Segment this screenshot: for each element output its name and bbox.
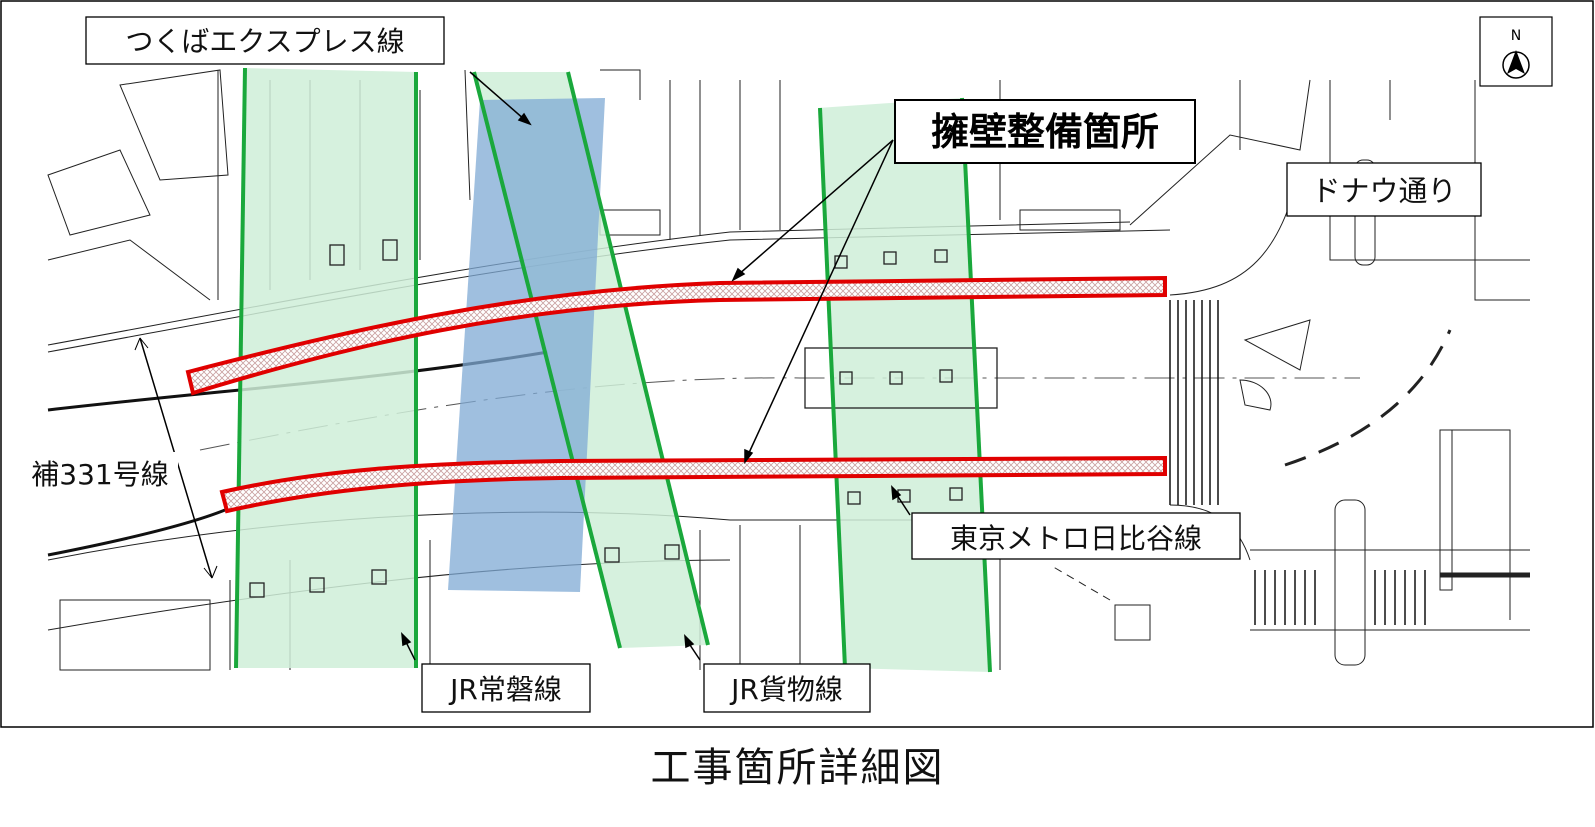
retaining-wall-north xyxy=(185,275,1167,396)
north-arrow: N xyxy=(1479,16,1553,87)
jr-joban-band xyxy=(236,68,416,668)
label-tokyo-metro-hibiya: 東京メトロ日比谷線 xyxy=(911,512,1241,560)
label-jr-joban: JR常磐線 xyxy=(421,663,591,713)
label-tsukuba-express: つくばエクスプレス線 xyxy=(85,16,445,65)
retaining-walls xyxy=(185,275,1167,514)
label-route-331: 補331号線 xyxy=(22,452,178,496)
svg-text:補331号線: 補331号線 xyxy=(31,458,168,491)
svg-text:ドナウ通り: ドナウ通り xyxy=(1311,174,1456,208)
svg-text:JR常磐線: JR常磐線 xyxy=(448,673,562,706)
label-donau-street: ドナウ通り xyxy=(1286,162,1482,217)
svg-text:N: N xyxy=(1511,28,1521,44)
svg-text:JR貨物線: JR貨物線 xyxy=(729,673,843,706)
retaining-wall-south xyxy=(219,455,1167,514)
svg-text:擁壁整備箇所: 擁壁整備箇所 xyxy=(931,110,1159,154)
svg-text:東京メトロ日比谷線: 東京メトロ日比谷線 xyxy=(950,522,1202,555)
svg-text:つくばエクスプレス線: つくばエクスプレス線 xyxy=(125,25,404,58)
hibiya-line-a xyxy=(818,107,847,669)
figure-caption: 工事箇所詳細図 xyxy=(650,745,945,791)
leader-arrows xyxy=(401,71,911,661)
jr-freight-line-b xyxy=(566,71,710,646)
label-retaining-wall: 擁壁整備箇所 xyxy=(894,99,1196,164)
hibiya-line-b xyxy=(960,97,992,673)
label-jr-freight: JR貨物線 xyxy=(703,663,871,713)
column-markers xyxy=(249,239,998,598)
rail-lines xyxy=(234,67,992,673)
jr-freight-line-a xyxy=(472,71,622,649)
base-drawing xyxy=(47,69,1530,671)
